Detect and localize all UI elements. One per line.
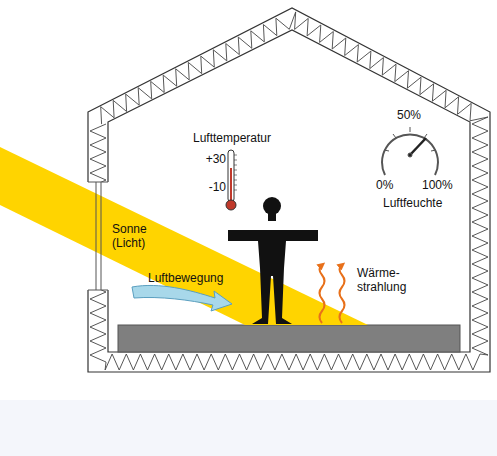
heat-radiation-waves bbox=[320, 265, 345, 323]
thermometer bbox=[226, 150, 237, 210]
air-movement-label: Luftbewegung bbox=[148, 271, 223, 285]
heat-radiation-label: Wärme- strahlung bbox=[357, 266, 419, 294]
scale-value: 0% bbox=[376, 178, 393, 192]
scale-value: +30 bbox=[206, 152, 226, 166]
sun-beam bbox=[0, 147, 368, 325]
humidity-gauge bbox=[382, 127, 438, 175]
window-frame bbox=[88, 182, 108, 290]
air-flow-arrow bbox=[132, 285, 232, 311]
sun-label: Sonne (Licht) bbox=[112, 222, 162, 250]
scale-value: 100% bbox=[422, 178, 453, 192]
floor-slab bbox=[118, 325, 460, 352]
bottom-band bbox=[0, 400, 497, 456]
temperature-label: Lufttemperatur bbox=[193, 131, 271, 145]
humidity-label: Luftfeuchte bbox=[383, 196, 442, 210]
scale-value: 50% bbox=[397, 108, 421, 122]
person-silhouette bbox=[228, 197, 318, 324]
scale-value: -10 bbox=[209, 180, 226, 194]
